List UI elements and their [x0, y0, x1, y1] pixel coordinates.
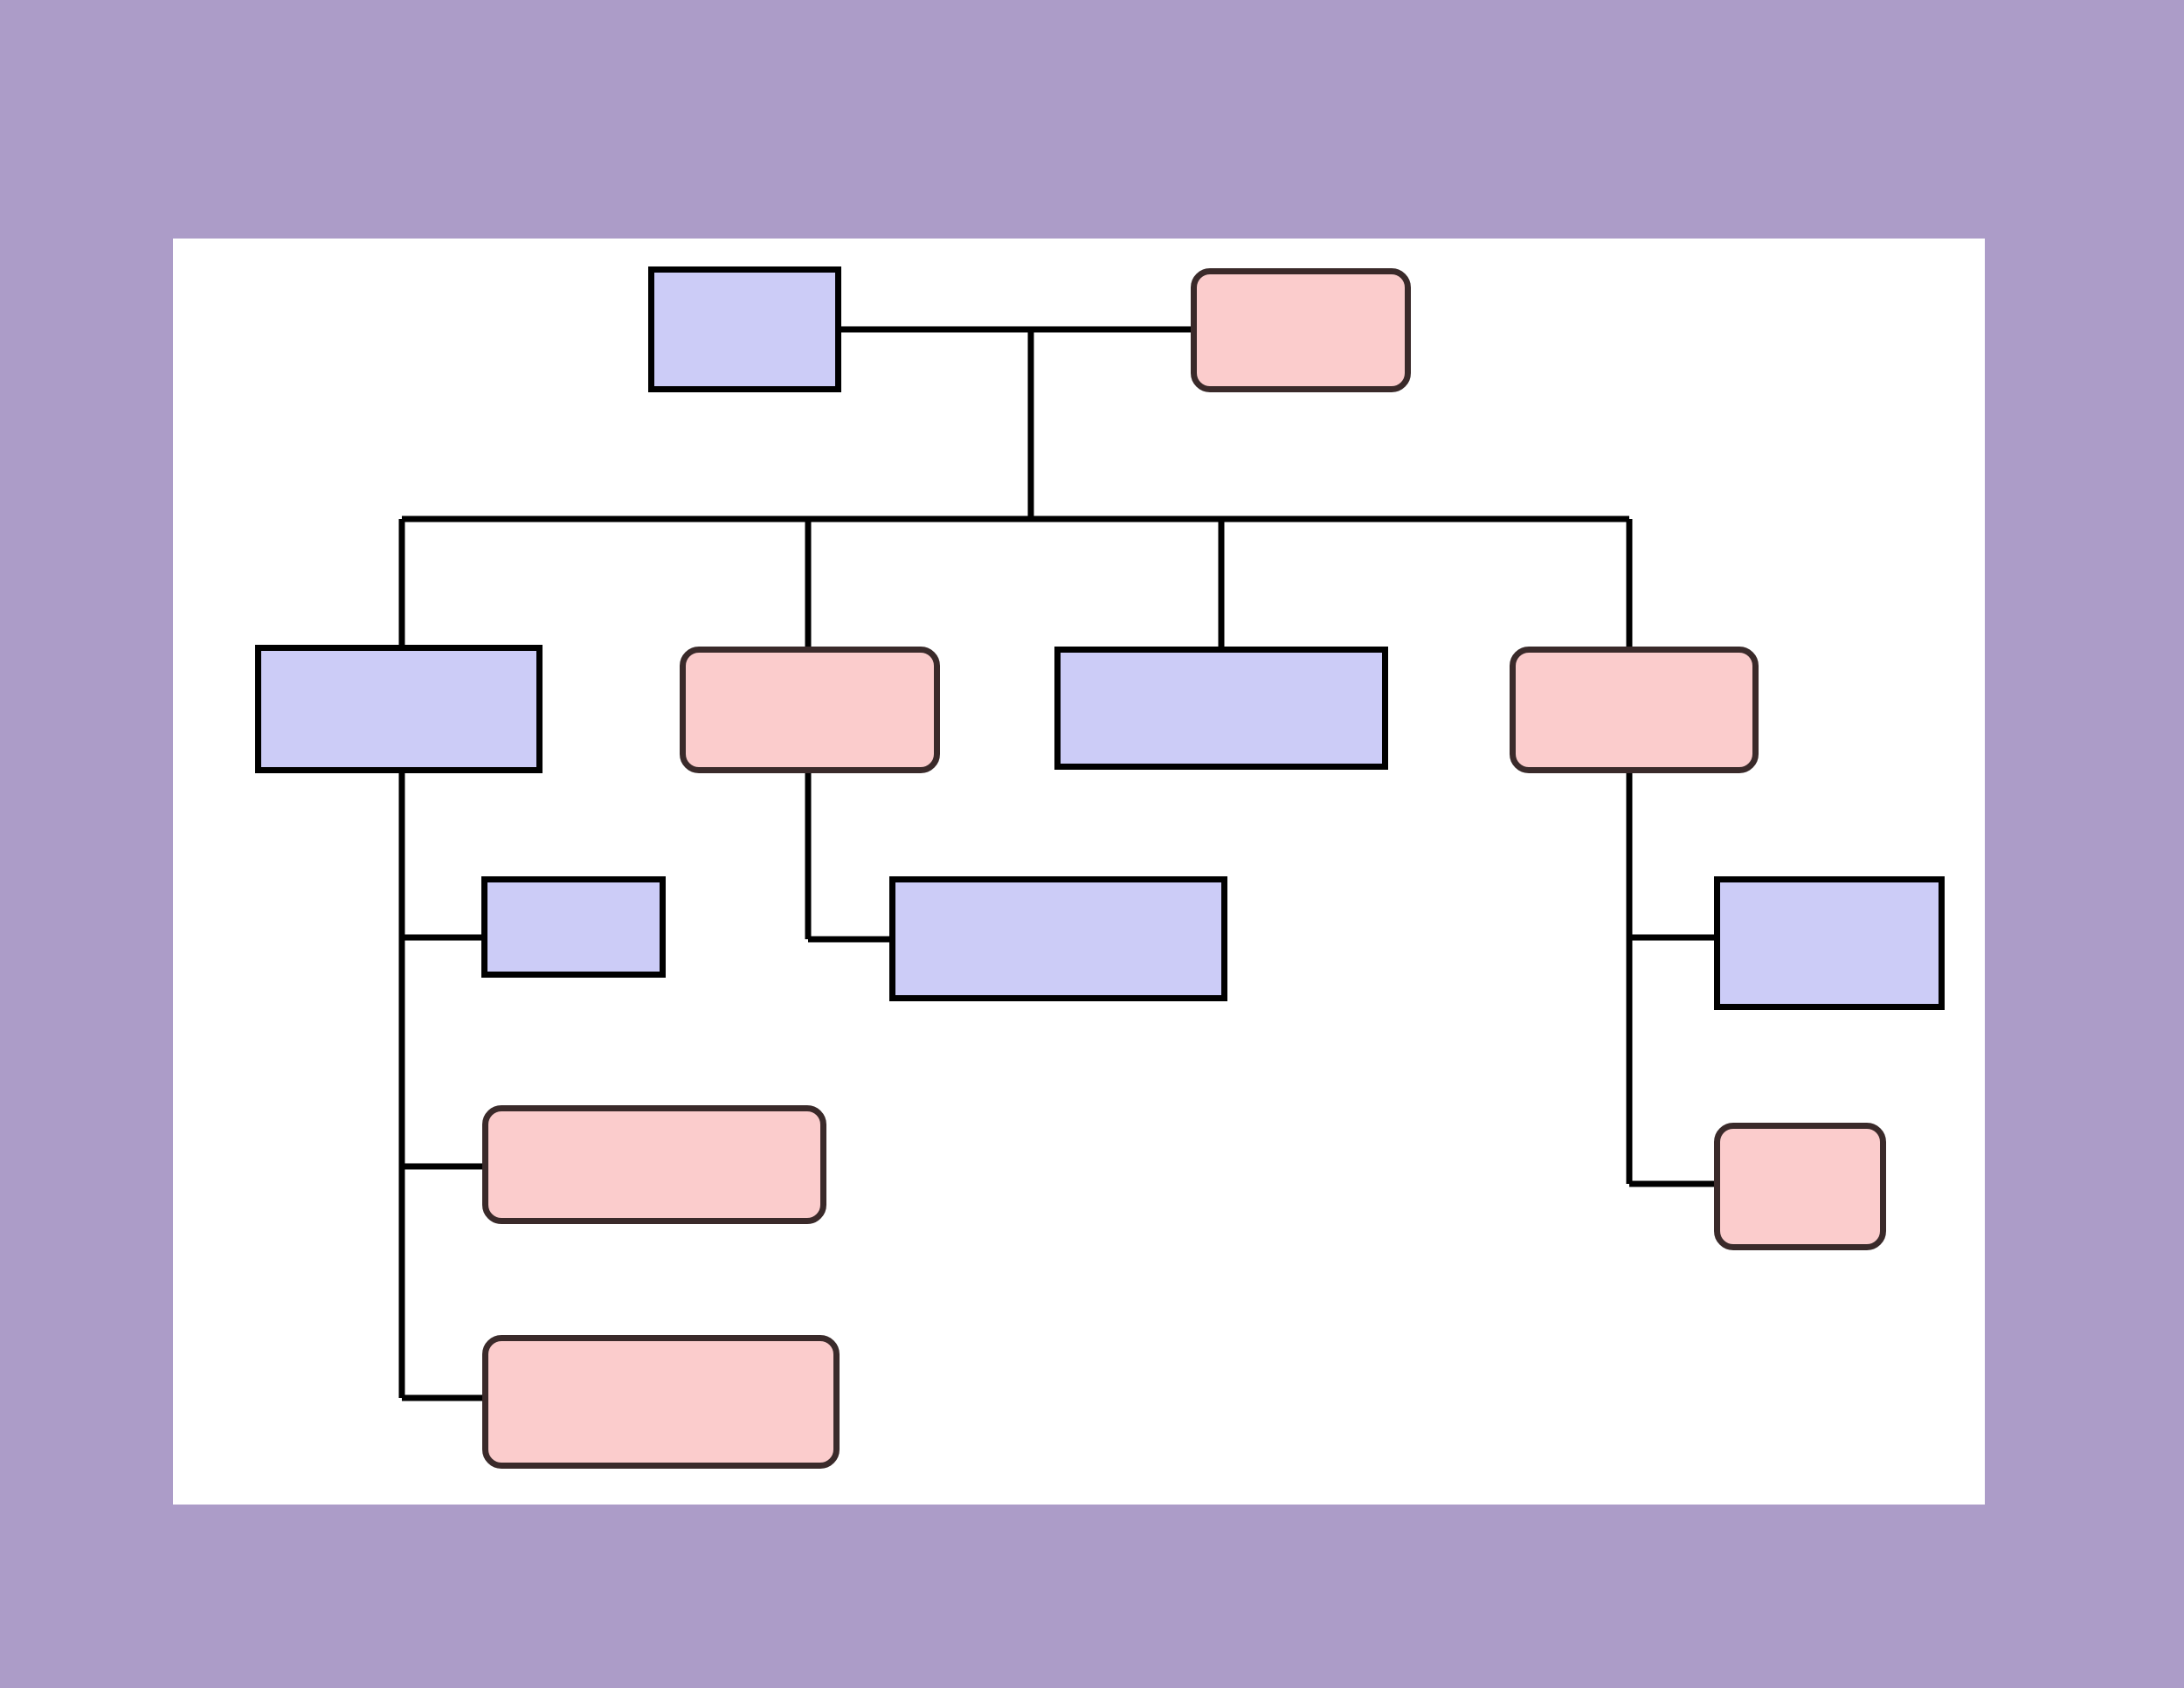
tree-node-n6[interactable]: [1510, 647, 1759, 773]
tree-node-n10[interactable]: [889, 876, 1227, 1001]
tree-node-n8[interactable]: [482, 1105, 826, 1224]
tree-node-n5[interactable]: [1054, 647, 1388, 770]
tree-node-n12[interactable]: [1714, 1123, 1886, 1250]
tree-node-n2[interactable]: [1191, 268, 1411, 392]
tree-node-n3[interactable]: [255, 645, 543, 773]
tree-node-n4[interactable]: [680, 647, 940, 773]
tree-node-n7[interactable]: [481, 876, 666, 978]
tree-node-n11[interactable]: [1714, 876, 1945, 1010]
tree-node-n9[interactable]: [482, 1335, 840, 1469]
tree-node-n1[interactable]: [648, 266, 841, 392]
diagram-canvas[interactable]: [173, 239, 1985, 1505]
